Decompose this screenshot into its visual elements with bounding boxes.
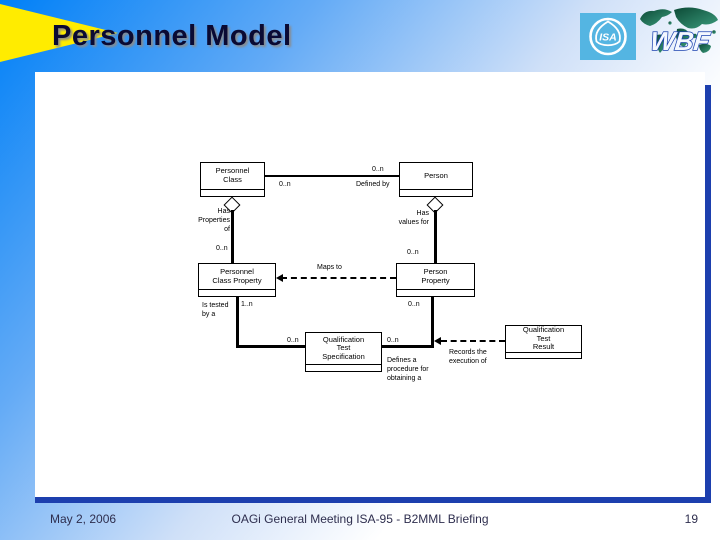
has-properties-of-label: Has Properties of [198, 208, 230, 234]
personnel-class-box: Personnel Class [200, 162, 265, 197]
aggregation-line-person [434, 210, 437, 263]
attribute-compartment [199, 289, 275, 296]
footer-date: May 2, 2006 [50, 512, 117, 526]
records-arrowhead [434, 337, 441, 345]
bottom-accent-bar [35, 497, 711, 503]
records-dashed-line [441, 340, 505, 342]
tested-by-line-horizontal [236, 345, 305, 348]
isa-logo-text: ISA [599, 32, 617, 44]
defined-by-label: Defined by [356, 181, 390, 188]
personnel-class-property-label: Personnel Class Property [212, 266, 262, 285]
right-accent-bar [705, 85, 711, 503]
maps-to-arrowhead [276, 274, 283, 282]
is-tested-by-label: Is tested by a [202, 302, 229, 319]
has-values-for-label: Has values for [398, 210, 429, 227]
person-property-box: Person Property [396, 263, 475, 297]
page-title: Personnel Model [52, 20, 292, 52]
personnel-class-property-box: Personnel Class Property [198, 263, 276, 297]
isa-logo: ISA [580, 13, 636, 60]
attribute-compartment [506, 351, 581, 358]
attribute-compartment [201, 189, 264, 196]
multiplicity-personnel-class-end: 0..n [279, 181, 291, 188]
qualification-test-result-box: Qualification Test Result [505, 325, 582, 359]
wbf-logo-text: WBF [649, 26, 712, 56]
qualification-test-result-label: Qualification Test Result [522, 325, 565, 352]
multiplicity-qts-right: 0..n [387, 337, 399, 344]
multiplicity-person-property-bottom: 0..n [408, 301, 420, 308]
footer-title: OAGi General Meeting ISA-95 - B2MML Brie… [231, 512, 489, 526]
defines-line-horizontal [382, 345, 434, 348]
multiplicity-person-end: 0..n [372, 166, 384, 173]
page-number: 19 [684, 512, 698, 526]
maps-to-label: Maps to [317, 264, 342, 271]
person-box: Person [399, 162, 473, 197]
aggregation-line-personnel-class [231, 210, 234, 263]
maps-to-dashed-line [281, 277, 396, 279]
multiplicity-qts-left: 0..n [287, 337, 299, 344]
defines-line-vertical [431, 297, 434, 348]
wbf-world-map [640, 7, 718, 53]
association-line-personnelclass-person [265, 175, 399, 177]
records-execution-label: Records the execution of [449, 349, 487, 366]
multiplicity-tested-by: 1..n [241, 301, 253, 308]
person-property-label: Person Property [421, 266, 450, 285]
qualification-test-specification-box: Qualification Test Specification [305, 332, 382, 372]
multiplicity-personnel-class-property: 0..n [216, 245, 228, 252]
attribute-compartment [306, 364, 381, 371]
multiplicity-person-property: 0..n [407, 249, 419, 256]
wbf-logo: WBF [640, 7, 718, 57]
defines-procedure-label: Defines a procedure for obtaining a [387, 357, 429, 383]
attribute-compartment [397, 289, 474, 296]
content-area [35, 72, 705, 497]
tested-by-line-vertical [236, 297, 239, 348]
person-label: Person [424, 170, 448, 180]
qualification-test-specification-label: Qualification Test Specification [322, 334, 365, 361]
attribute-compartment [400, 189, 472, 196]
personnel-class-label: Personnel Class [215, 166, 250, 184]
